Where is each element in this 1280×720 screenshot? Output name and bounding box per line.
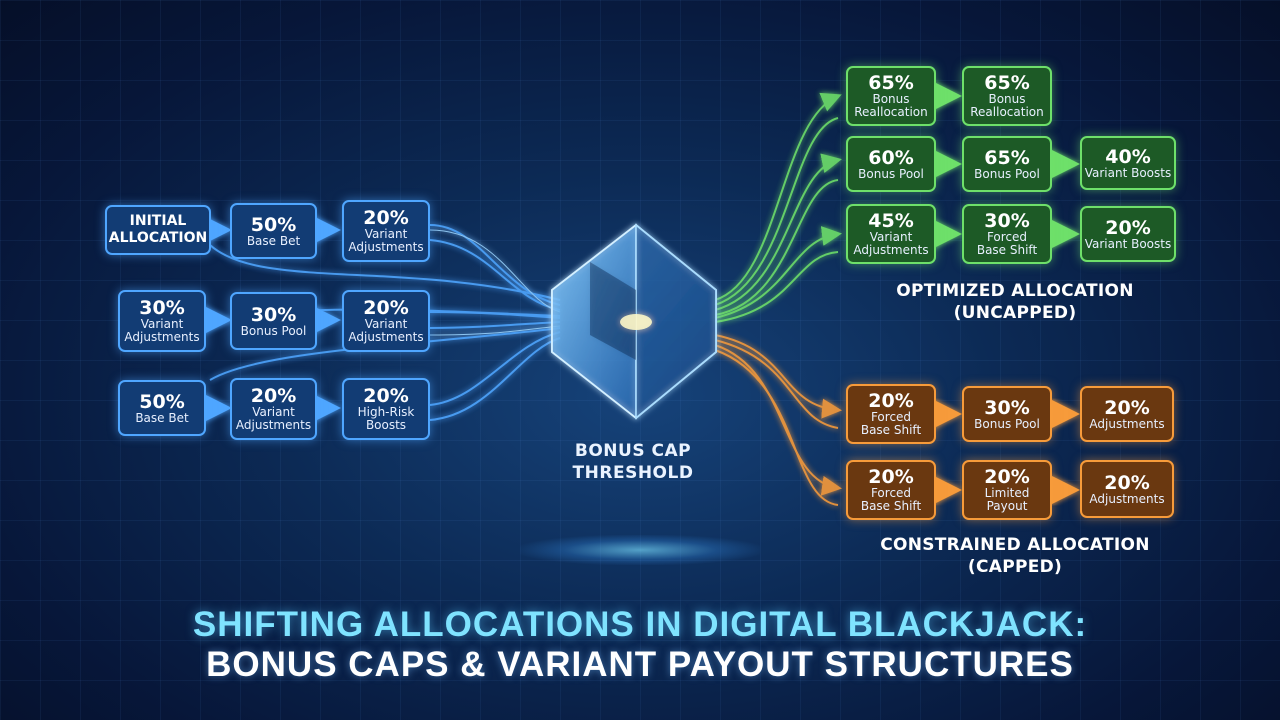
capped-section-label: CONSTRAINED ALLOCATION (CAPPED) xyxy=(860,534,1170,578)
uncapped-section-label: OPTIMIZED ALLOCATION (UNCAPPED) xyxy=(870,280,1160,324)
bonus-cap-prism xyxy=(551,223,717,420)
capped-row1-box2: 30% Bonus Pool xyxy=(962,386,1052,442)
pct-value: 65% xyxy=(984,72,1030,94)
center-label-line2: THRESHOLD xyxy=(572,463,694,483)
header-line2: ALLOCATION xyxy=(108,230,208,246)
pct-value: 50% xyxy=(139,390,185,413)
pct-value: 20% xyxy=(363,297,409,319)
box-label: Adjustments xyxy=(1089,416,1165,431)
uncapped-row1-box2: 65% Bonus Reallocation xyxy=(962,66,1052,126)
box-label: Forced xyxy=(870,410,912,424)
uncapped-label-line1: OPTIMIZED ALLOCATION xyxy=(896,281,1134,301)
input-row3-box1: 50% Base Bet xyxy=(118,380,206,436)
box-label-2: Adjustments xyxy=(348,240,424,254)
pct-value: 40% xyxy=(1105,145,1151,168)
box-label-2: Reallocation xyxy=(970,105,1044,119)
uncapped-label-line2: (UNCAPPED) xyxy=(953,303,1077,323)
pct-value: 20% xyxy=(363,207,409,229)
box-label: High-Risk xyxy=(357,405,415,419)
pct-value: 50% xyxy=(250,213,297,236)
box-label-2: Adjustments xyxy=(235,418,312,432)
capped-label-line2: (CAPPED) xyxy=(967,557,1063,577)
input-row3-box2: 20% Variant Adjustments xyxy=(230,378,317,440)
box-label: Variant xyxy=(252,405,295,419)
box-label-2: Payout xyxy=(986,499,1028,513)
capped-row1-box3: 20% Adjustments xyxy=(1080,386,1174,442)
box-label: Base Bet xyxy=(246,233,301,248)
capped-arrows xyxy=(932,399,1080,505)
pct-value: 20% xyxy=(1104,396,1150,419)
pct-value: 60% xyxy=(868,146,914,169)
pct-value: 30% xyxy=(984,210,1030,232)
uncapped-row3-box3: 20% Variant Boosts xyxy=(1080,206,1176,262)
uncapped-arrows xyxy=(932,81,1080,249)
floor-glow xyxy=(520,535,760,565)
uncapped-row3-box1: 45% Variant Adjustments xyxy=(846,204,936,264)
pct-value: 45% xyxy=(868,210,914,232)
box-label: Variant xyxy=(140,317,184,331)
input-row2-box1: 30% Variant Adjustments xyxy=(118,290,206,352)
box-label: Bonus xyxy=(872,92,910,106)
box-label-2: Boosts xyxy=(365,418,407,432)
box-label-2: Base Shift xyxy=(860,423,922,437)
box-label: Adjustments xyxy=(1089,491,1165,506)
main-title-line2: BONUS CAPS & VARIANT PAYOUT STRUCTURES xyxy=(206,645,1074,684)
pct-value: 30% xyxy=(984,396,1030,419)
pct-value: 20% xyxy=(984,466,1030,488)
uncapped-row2-box3: 40% Variant Boosts xyxy=(1080,136,1176,190)
uncapped-flows xyxy=(714,92,842,323)
pct-value: 20% xyxy=(363,385,409,407)
box-label: Bonus Pool xyxy=(974,166,1040,181)
input-row1-box1: 50% Base Bet xyxy=(230,203,317,259)
pct-value: 65% xyxy=(868,72,914,94)
pct-value: 20% xyxy=(250,385,297,407)
box-label: Forced xyxy=(986,230,1028,244)
capped-row2-box2: 20% Limited Payout xyxy=(962,460,1052,520)
uncapped-row2-box2: 65% Bonus Pool xyxy=(962,136,1052,192)
input-row3-box3: 20% High-Risk Boosts xyxy=(342,378,430,440)
box-label-2: Base Shift xyxy=(976,243,1038,257)
pct-value: 20% xyxy=(1105,216,1151,239)
box-label-2: Base Shift xyxy=(860,499,922,513)
center-label-line1: BONUS CAP xyxy=(574,441,692,461)
box-label: Variant Boosts xyxy=(1084,165,1172,180)
box-label: Bonus xyxy=(988,92,1026,106)
capped-row2-box1: 20% Forced Base Shift xyxy=(846,460,936,520)
box-label: Variant xyxy=(364,317,408,331)
pct-value: 20% xyxy=(868,390,914,412)
input-row2-box3: 20% Variant Adjustments xyxy=(342,290,430,352)
bonus-cap-label: BONUS CAP THRESHOLD xyxy=(548,440,718,484)
uncapped-row2-box1: 60% Bonus Pool xyxy=(846,136,936,192)
box-label: Variant xyxy=(869,230,913,244)
main-title-line1: SHIFTING ALLOCATIONS IN DIGITAL BLACKJAC… xyxy=(192,605,1088,644)
box-label-2: Adjustments xyxy=(124,330,200,344)
box-label: Bonus Pool xyxy=(974,416,1040,431)
capped-row1-box1: 20% Forced Base Shift xyxy=(846,384,936,444)
input-row1-box2: 20% Variant Adjustments xyxy=(342,200,430,262)
box-label: Base Bet xyxy=(135,410,189,425)
header-line1: INITIAL xyxy=(129,213,187,229)
initial-allocation-header: INITIAL ALLOCATION xyxy=(105,205,211,255)
input-row2-box2: 30% Bonus Pool xyxy=(230,292,317,350)
pct-value: 20% xyxy=(1104,471,1150,494)
box-label: Limited xyxy=(984,486,1030,500)
capped-label-line1: CONSTRAINED ALLOCATION xyxy=(880,535,1150,555)
input-arrows xyxy=(202,215,341,423)
box-label: Variant Boosts xyxy=(1084,236,1172,251)
box-label: Bonus Pool xyxy=(858,166,924,181)
capped-row2-box3: 20% Adjustments xyxy=(1080,460,1174,518)
pct-value: 30% xyxy=(139,297,185,319)
box-label-2: Adjustments xyxy=(853,243,929,257)
pct-value: 65% xyxy=(984,146,1030,169)
box-label-2: Reallocation xyxy=(854,105,928,119)
uncapped-row1-box1: 65% Bonus Reallocation xyxy=(846,66,936,126)
pct-value: 30% xyxy=(250,303,297,326)
box-label: Forced xyxy=(870,486,912,500)
box-label-2: Adjustments xyxy=(348,330,424,344)
box-label: Bonus Pool xyxy=(240,323,307,338)
pct-value: 20% xyxy=(868,466,914,488)
uncapped-row3-box2: 30% Forced Base Shift xyxy=(962,204,1052,264)
box-label: Variant xyxy=(364,227,408,241)
capped-flows xyxy=(714,334,842,506)
